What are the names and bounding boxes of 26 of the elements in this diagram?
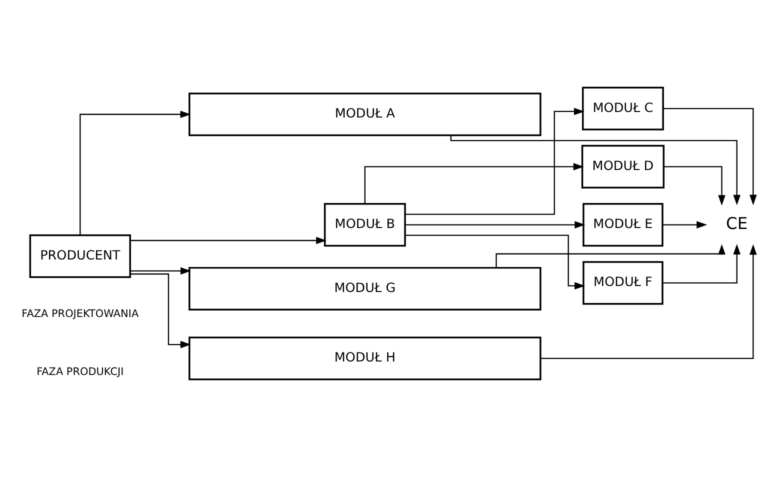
arrow <box>130 266 191 274</box>
node-box: MODUŁ G <box>188 266 542 310</box>
arrow <box>450 135 741 205</box>
node-box: MODUŁ F <box>582 260 664 304</box>
arrow <box>664 166 726 206</box>
arrow <box>80 110 191 235</box>
arrow <box>405 107 584 214</box>
node-box: MODUŁ B <box>324 202 406 246</box>
arrow <box>405 234 586 289</box>
label: FAZA PRODUKCJI <box>36 365 124 378</box>
arrow <box>662 244 741 283</box>
node-box: MODUŁ A <box>188 92 542 136</box>
node-box: MODUŁ H <box>188 336 542 380</box>
node-box: PRODUCENT <box>29 234 131 278</box>
node-box: MODUŁ D <box>581 144 665 188</box>
node-text: CE <box>726 214 748 233</box>
arrow <box>405 220 586 228</box>
arrow <box>364 162 584 204</box>
node-box: MODUŁ C <box>582 86 664 130</box>
arrow <box>663 108 757 205</box>
arrow <box>130 236 327 244</box>
label: FAZA PROJEKTOWANIA <box>22 307 139 320</box>
arrow <box>130 272 191 348</box>
arrow <box>662 220 708 228</box>
arrow <box>540 244 757 359</box>
node-box: MODUŁ E <box>582 202 664 246</box>
